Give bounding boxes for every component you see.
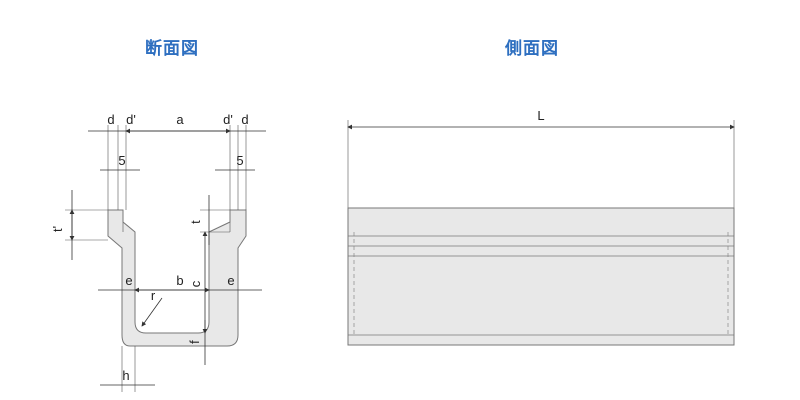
label-t-prime: t' [50, 226, 65, 232]
label-t: t [188, 220, 203, 224]
label-f: f [187, 340, 202, 344]
label-dprime-left: d' [126, 112, 136, 127]
label-5-right: 5 [236, 153, 243, 168]
label-dprime-right: d' [223, 112, 233, 127]
label-h: h [122, 368, 129, 383]
label-b: b [176, 273, 183, 288]
label-L: L [537, 108, 544, 123]
label-d-left: d [107, 112, 114, 127]
label-c: c [188, 280, 203, 287]
label-e-left: e [125, 273, 132, 288]
label-e-right: e [227, 273, 234, 288]
side-view: L [347, 108, 735, 346]
section-view-title: 断面図 [145, 39, 199, 59]
label-a: a [176, 112, 184, 127]
label-5-left: 5 [118, 153, 125, 168]
side-body [347, 207, 735, 346]
section-view: d d' a d' d 5 5 t' t e b c e r f h [50, 112, 266, 392]
label-d-right: d [241, 112, 248, 127]
label-r: r [151, 288, 156, 303]
side-view-title: 側面図 [505, 39, 559, 59]
